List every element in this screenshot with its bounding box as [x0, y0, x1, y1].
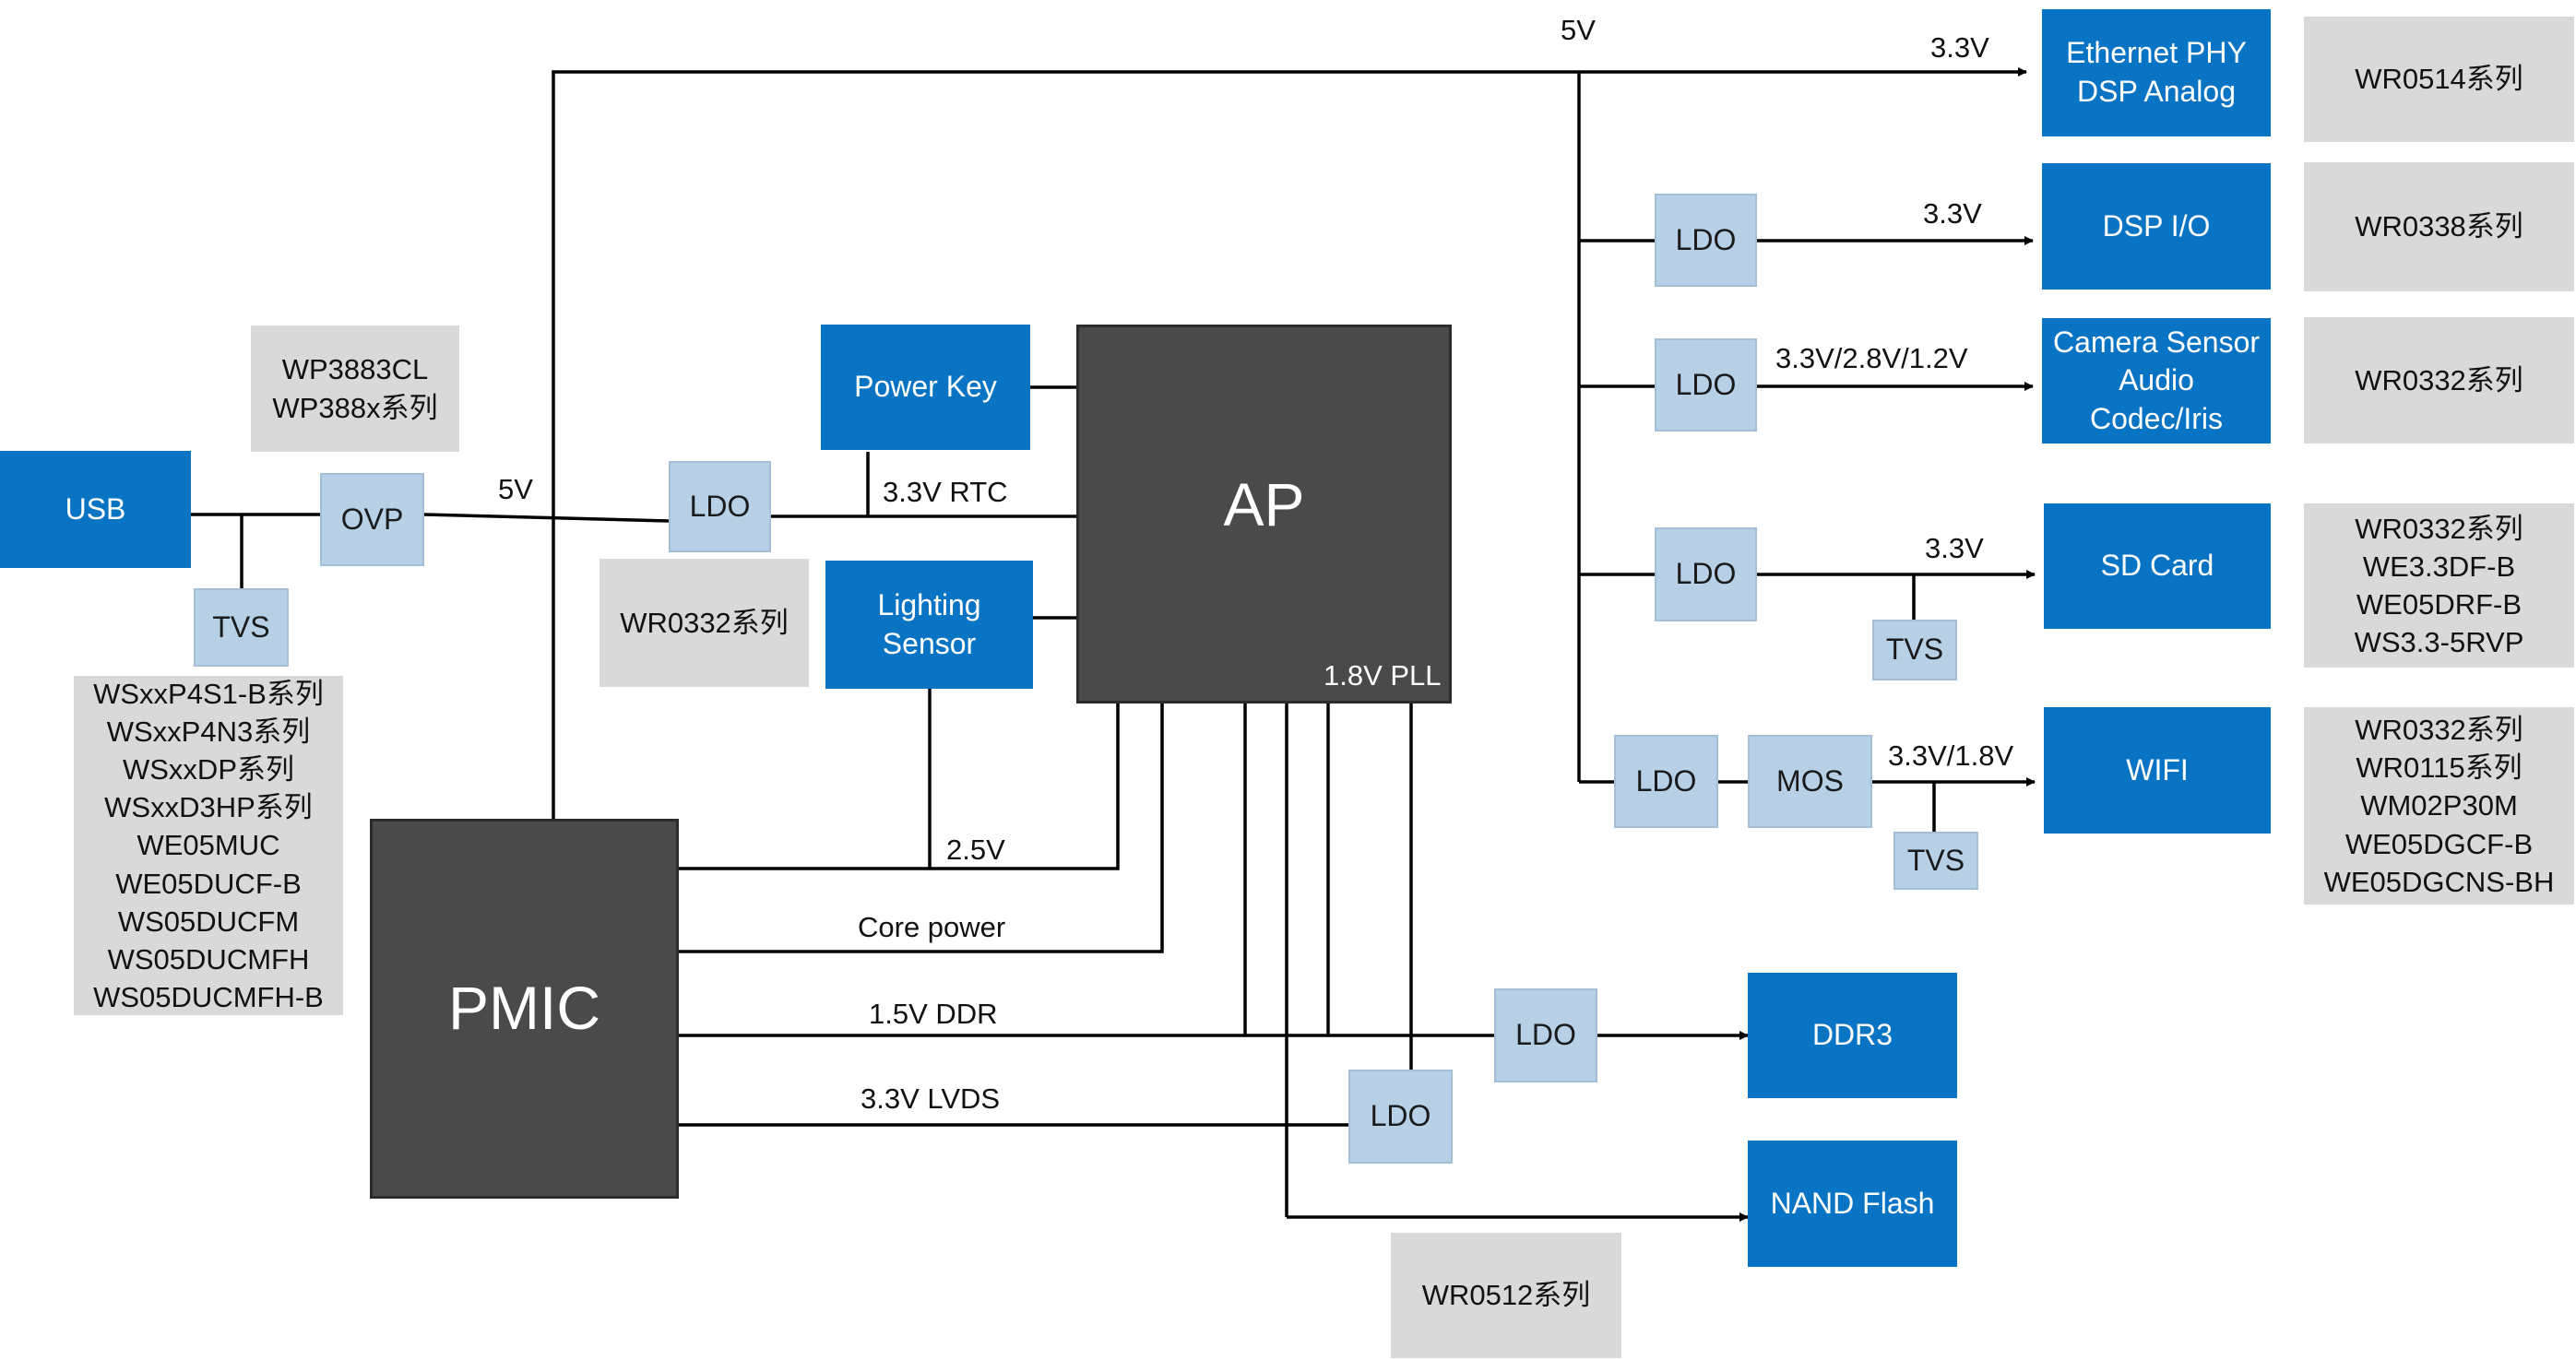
label-2v5: 2.5V	[946, 834, 1005, 866]
power-key-block: Power Key	[821, 325, 1030, 450]
ovp-block: OVP	[320, 473, 424, 566]
label-1v8-pll: 1.8V PLL	[1324, 659, 1442, 692]
ldo-sd-block: LDO	[1655, 527, 1757, 621]
ldo-wifi-block: LDO	[1614, 735, 1718, 828]
label-dsp-voltage: 3.3V	[1923, 197, 1982, 230]
label-ethernet-voltage: 3.3V	[1930, 31, 1989, 64]
label-3v3-lvds: 3.3V LVDS	[861, 1082, 1001, 1115]
part-note-wr0332-mid: WR0332系列	[599, 559, 809, 687]
part-note-wr0338: WR0338系列	[2304, 162, 2574, 291]
ap-chip: AP	[1076, 325, 1452, 704]
part-note-wr0514: WR0514系列	[2304, 17, 2574, 142]
label-sd-voltage: 3.3V	[1925, 532, 1984, 564]
ldo-ddr-block: LDO	[1494, 988, 1597, 1082]
ldo-usb-block: LDO	[669, 461, 771, 552]
part-note-wr0332-cam: WR0332系列	[2304, 317, 2574, 443]
wifi-block: WIFI	[2044, 707, 2271, 834]
label-3v3-rtc: 3.3V RTC	[883, 476, 1008, 508]
label-wifi-voltage: 3.3V/1.8V	[1888, 739, 2014, 772]
part-note-wr0512: WR0512系列	[1391, 1233, 1621, 1358]
tvs-wifi-block: TVS	[1893, 832, 1978, 890]
label-5v-usb: 5V	[498, 473, 533, 505]
sd-card-block: SD Card	[2044, 503, 2271, 629]
usb-block: USB	[0, 451, 191, 568]
wire-2v5	[679, 704, 1120, 870]
label-core-power: Core power	[858, 911, 1006, 943]
tvs-usb-block: TVS	[194, 588, 289, 667]
label-5v-top: 5V	[1561, 14, 1596, 46]
label-camera-voltage: 3.3V/2.8V/1.2V	[1775, 342, 1968, 374]
ddr3-block: DDR3	[1748, 973, 1957, 1098]
dsp-io-block: DSP I/O	[2042, 163, 2271, 290]
mos-block: MOS	[1748, 735, 1872, 828]
tvs-sd-block: TVS	[1872, 620, 1957, 680]
ldo-lvds-block: LDO	[1348, 1070, 1453, 1164]
nand-flash-block: NAND Flash	[1748, 1141, 1957, 1267]
wire-core	[679, 704, 1164, 953]
ldo-dsp-block: LDO	[1655, 194, 1757, 287]
wire-ovp-ldo	[423, 513, 670, 523]
wire-5v-rail	[552, 70, 1579, 819]
pmic-chip: PMIC	[370, 819, 679, 1199]
label-1v5-ddr: 1.5V DDR	[869, 998, 998, 1030]
ldo-camera-block: LDO	[1655, 338, 1757, 432]
